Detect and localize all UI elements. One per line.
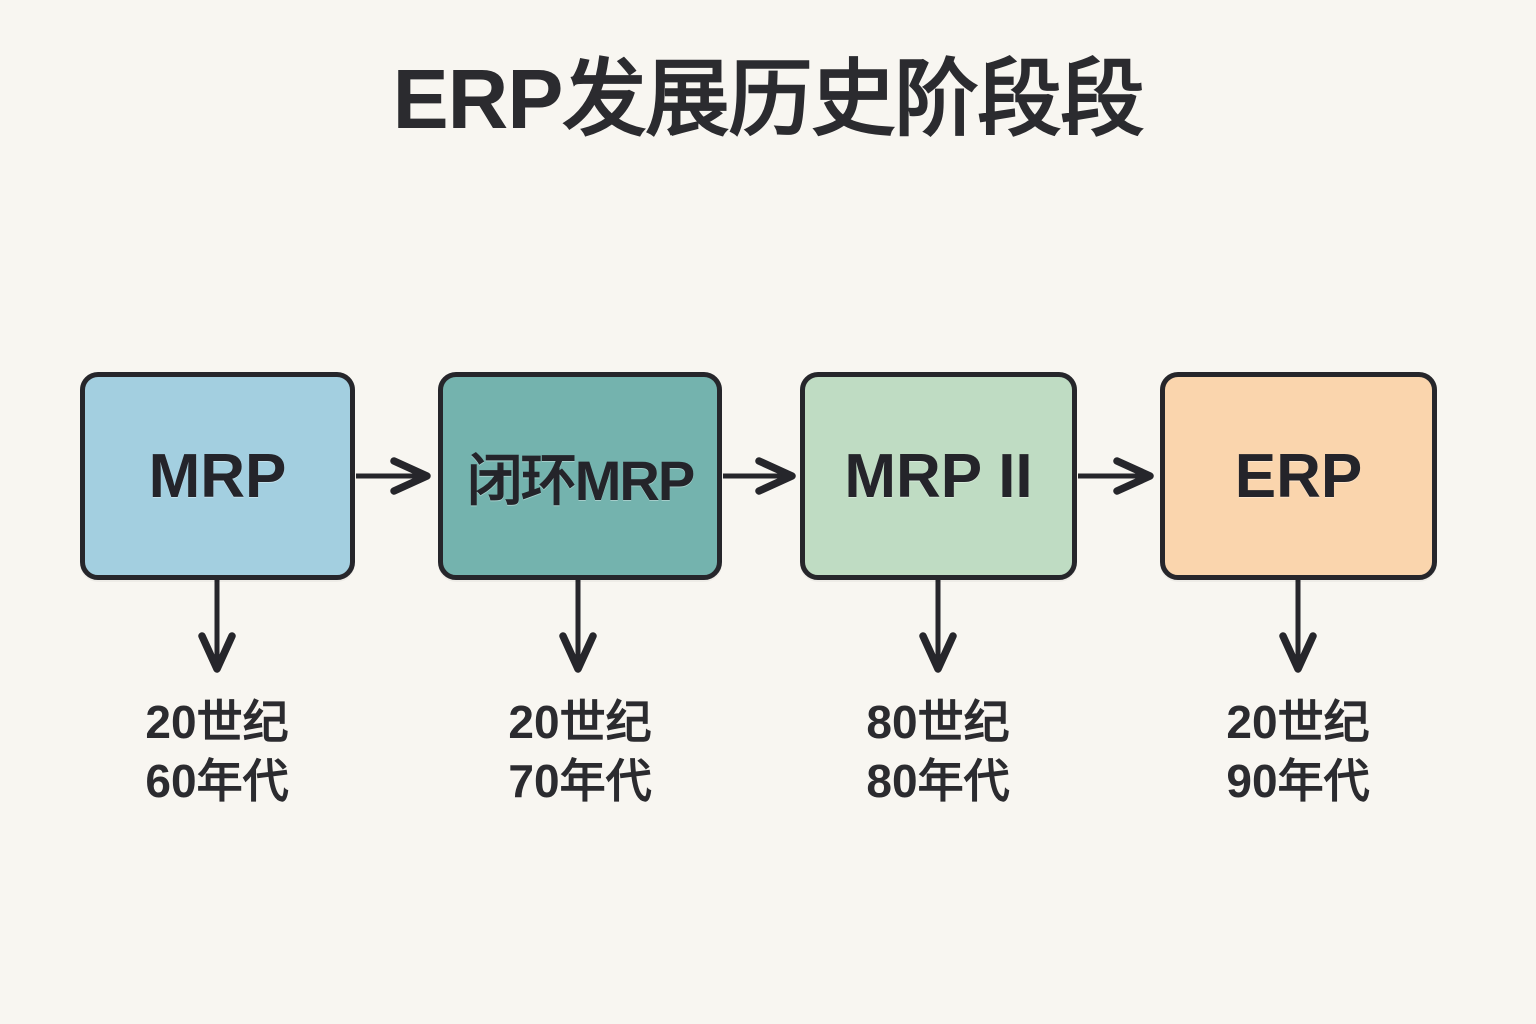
stage-label-mrp: MRP bbox=[148, 441, 287, 511]
stage-label-closed-loop-mrp: 闭环MRP bbox=[466, 448, 695, 512]
era-line-decade: 90年代 bbox=[1226, 754, 1370, 807]
stage-box-mrp-ii[interactable]: MRP II bbox=[800, 372, 1077, 580]
era-line-decade: 70年代 bbox=[508, 754, 652, 807]
era-line-decade: 80年代 bbox=[866, 754, 1010, 807]
era-line-century: 80世纪 bbox=[866, 696, 1010, 748]
stage-box-closed-loop-mrp[interactable]: 闭环MRP bbox=[438, 372, 722, 580]
page-title: ERP发展历史阶段段 bbox=[392, 52, 1145, 146]
era-caption-erp: 20世纪 90年代 bbox=[1138, 693, 1458, 811]
era-line-century: 20世纪 bbox=[1226, 696, 1370, 748]
era-caption-mrp-ii: 80世纪 80年代 bbox=[778, 693, 1098, 811]
era-caption-closed-loop-mrp: 20世纪 70年代 bbox=[420, 693, 740, 811]
stage-box-mrp[interactable]: MRP bbox=[80, 372, 355, 580]
era-caption-mrp: 20世纪 60年代 bbox=[57, 693, 377, 811]
era-line-century: 20世纪 bbox=[508, 696, 652, 748]
stage-label-erp: ERP bbox=[1234, 441, 1363, 511]
stage-label-mrp-ii: MRP II bbox=[844, 441, 1033, 511]
era-line-century: 20世纪 bbox=[145, 696, 289, 748]
stage-box-erp[interactable]: ERP bbox=[1160, 372, 1437, 580]
era-line-decade: 60年代 bbox=[145, 754, 289, 807]
